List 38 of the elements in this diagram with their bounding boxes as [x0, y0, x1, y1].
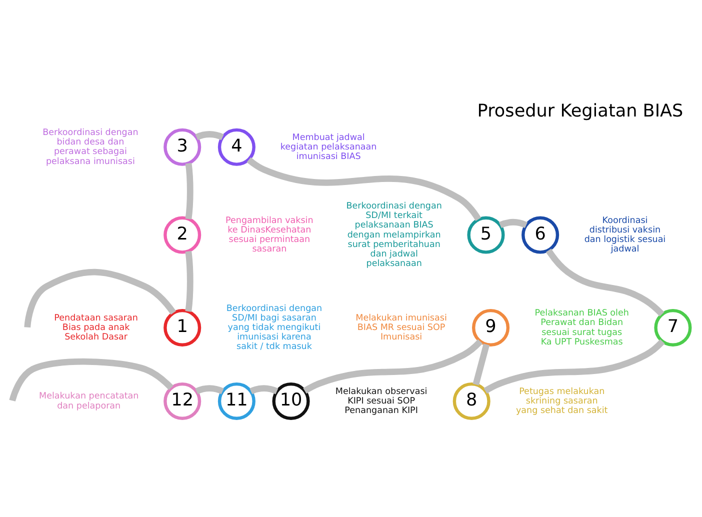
- node-label: Petugas melakukan skrining sasaran yang sehat dan sakit: [516, 386, 608, 416]
- node-circle: 1: [164, 308, 202, 346]
- node-label: Melakukan observasi KIPI sesuai SOP Penanganan KIPI: [335, 386, 428, 416]
- node-circle: 11: [218, 382, 256, 420]
- connector: [498, 218, 528, 228]
- node-circle: 12: [164, 382, 202, 420]
- node-circle: 3: [164, 128, 202, 166]
- connector: [303, 338, 483, 394]
- connector: [195, 130, 224, 140]
- diagram-title: Prosedur Kegiatan BIAS: [477, 100, 684, 121]
- node-circle: 9: [472, 308, 510, 346]
- connector: [9, 358, 174, 401]
- node-label: Berkoordinasi dengan SD/MI terkait pelaksanaan BIAS dengan melampirkan surat pemberitahuan dan jadwal pelaksanaan: [346, 201, 442, 269]
- connector: [195, 384, 224, 394]
- connector: [185, 162, 194, 219]
- node-circle: 5: [467, 216, 505, 254]
- node-label: Pelaksanan BIAS oleh Perawat dan Bidan sesuai surat tugas Ka UPT Puskesmas: [534, 308, 629, 347]
- node-label: Membuat jadwal kegiatan pelaksanaan imunisasi BIAS: [280, 132, 377, 162]
- connector: [484, 338, 665, 394]
- node-circle: 10: [272, 382, 310, 420]
- node-label: Koordinasi distribusi vaksin dan logistik sesuai jadwal: [584, 215, 666, 254]
- node-label: Melakukan imunisasi BIAS MR sesuai SOP Imunisasi: [356, 312, 447, 342]
- connector: [246, 156, 482, 221]
- connector: [24, 268, 176, 328]
- node-circle: 7: [654, 308, 692, 346]
- node-label: Berkoordinasi dengan bidan desa dan perawat sebagai pelaksana imunisasi: [42, 127, 138, 166]
- node-circle: 4: [218, 128, 256, 166]
- node-label: Pengambilan vaksin ke DinasKesehatan sesuai permintaan sasaran: [226, 215, 314, 254]
- node-label: Melakukan pencatatan dan pelaporan: [39, 391, 139, 411]
- node-circle: 2: [164, 216, 202, 254]
- connector: [185, 250, 194, 312]
- connector: [546, 248, 664, 316]
- connector: [472, 343, 490, 385]
- connector: [250, 384, 278, 394]
- node-circle: 6: [522, 216, 560, 254]
- node-label: Pendataan sasaran Bias pada anak Sekolah Dasar: [54, 312, 138, 342]
- node-circle: 8: [452, 382, 490, 420]
- node-label: Berkoordinasi dengan SD/MI bagi sasaran yang tidak mengikuti imunisasi karena sakit / tdk masuk: [226, 303, 322, 352]
